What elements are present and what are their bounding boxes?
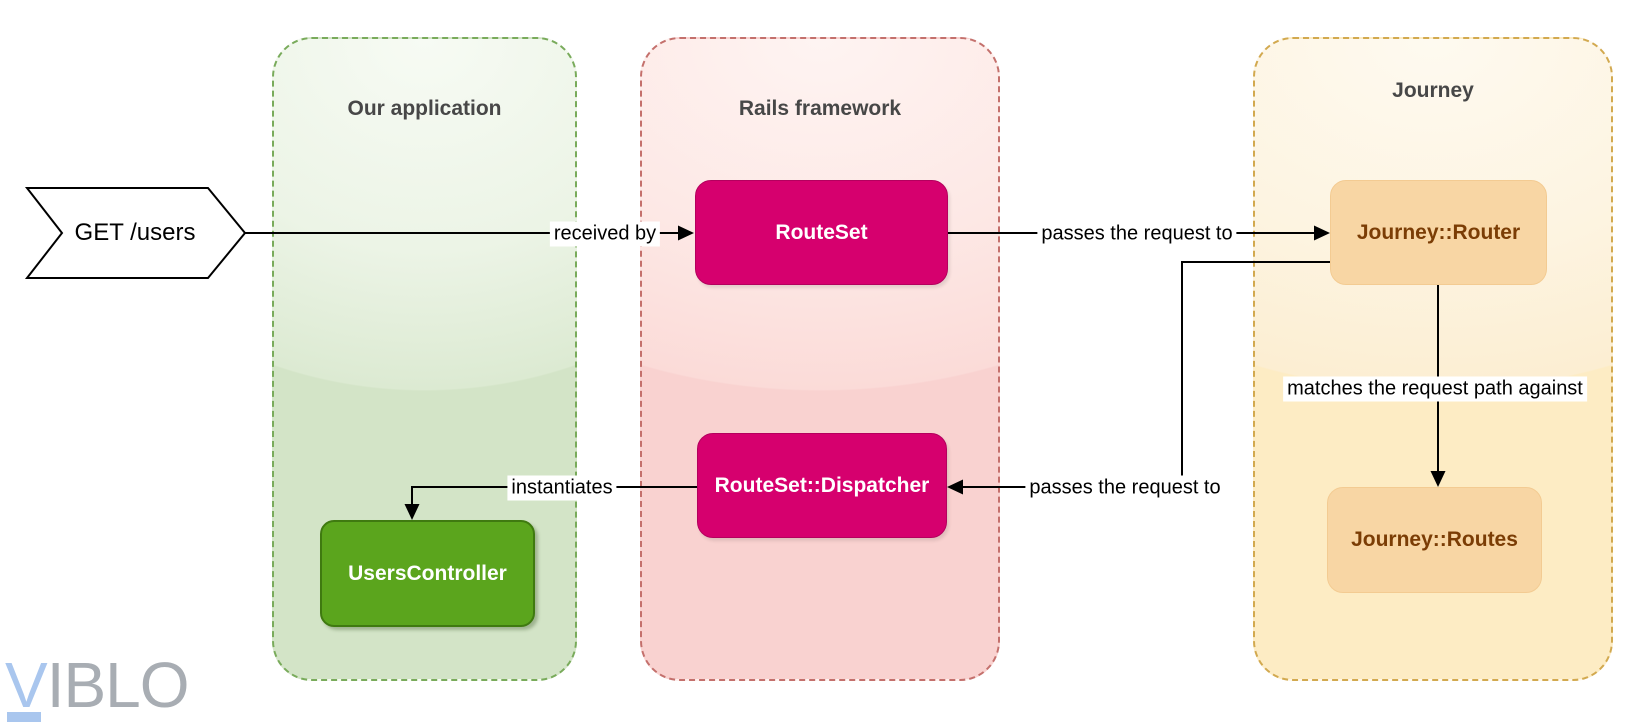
request-label: GET /users [74, 219, 196, 246]
arrowhead-into-routeset [678, 225, 694, 241]
edge-label-received-by: received by [549, 221, 661, 247]
edge-label-matches-request-path: matches the request path against [1283, 376, 1587, 402]
edge-label-passes-request-to-dispatcher: passes the request to [1025, 475, 1225, 501]
arrowhead-into-dispatcher [947, 479, 963, 495]
container-rails-framework: Rails framework [640, 37, 1000, 681]
viblo-watermark-v: V [5, 649, 48, 721]
node-routeset-dispatcher: RouteSet::Dispatcher [697, 433, 947, 538]
container-title-our-application: Our application [347, 97, 502, 120]
arrowhead-into-userscontroller [404, 504, 420, 520]
viblo-watermark-rest: IBLO [46, 649, 190, 721]
viblo-watermark-underline [7, 712, 41, 722]
edge-passes-to-dispatcher [963, 261, 1330, 488]
edge-label-passes-request-to-router: passes the request to [1037, 221, 1237, 247]
edge-label-instantiates: instantiates [507, 475, 617, 501]
node-routeset: RouteSet [695, 180, 948, 285]
container-title-journey: Journey [1392, 79, 1474, 102]
arrowhead-into-journey-routes [1430, 471, 1446, 487]
node-journey-router: Journey::Router [1330, 180, 1547, 285]
request-arrow-shape [24, 187, 247, 279]
node-journey-routes: Journey::Routes [1327, 487, 1542, 593]
viblo-watermark: VIBLO [5, 653, 190, 717]
container-title-rails-framework: Rails framework [738, 97, 902, 120]
arrowhead-into-journey-router [1314, 225, 1330, 241]
node-userscontroller: UsersController [320, 520, 535, 627]
